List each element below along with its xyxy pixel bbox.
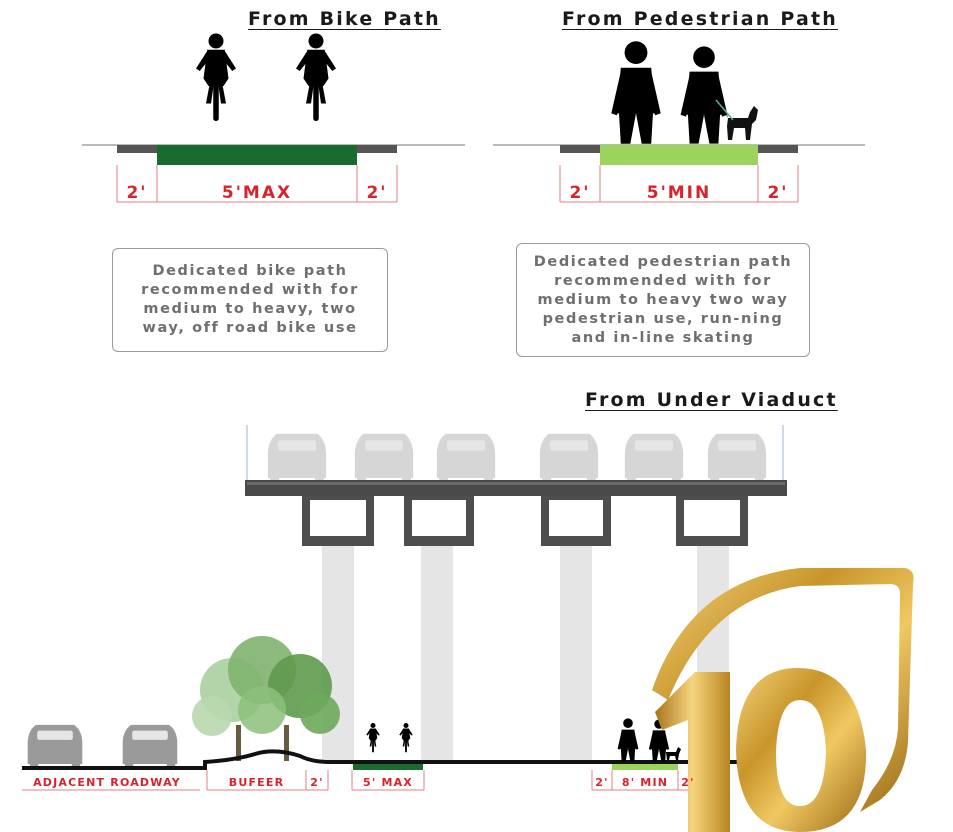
- cyclist-icon: [366, 723, 380, 753]
- car-icon: [624, 433, 684, 484]
- bike-path-heading: From Bike Path: [248, 8, 441, 30]
- ped-strip-label: 8' MIN: [621, 776, 669, 789]
- car-icon: [122, 724, 178, 769]
- cyclist-icon: [399, 723, 413, 753]
- dog-icon: [666, 747, 681, 760]
- viaduct-drawing: [22, 425, 787, 791]
- car-icon: [27, 724, 83, 769]
- roadway-label: ADJACENT ROADWAY: [33, 776, 181, 789]
- bike-path-fill: [157, 145, 357, 165]
- car-icon: [267, 433, 327, 484]
- ped-section-drawing: [493, 41, 865, 203]
- ped-left-buffer-label: 2': [569, 183, 591, 203]
- bike-path-width-label: 5'MAX: [221, 183, 293, 203]
- bike-path-note: Dedicated bike path recommended with for…: [112, 248, 388, 352]
- walker-icon: [611, 41, 661, 144]
- bike-right-buffer-label: 2': [366, 183, 388, 203]
- buffer-label: BUFEER: [228, 776, 285, 789]
- cyclist-icon: [296, 33, 336, 121]
- viaduct-heading: From Under Viaduct: [585, 389, 838, 411]
- cyclist-icon: [196, 33, 236, 121]
- ped-left-gap-label: 2': [595, 776, 609, 789]
- walker-icon: [680, 46, 728, 144]
- bike-left-buffer-label: 2': [126, 183, 148, 203]
- car-icon: [436, 433, 496, 484]
- ped-path-fill: [600, 145, 758, 165]
- car-icon: [354, 433, 414, 484]
- ped-path-heading: From Pedestrian Path: [562, 8, 838, 30]
- tree-icon: [192, 636, 340, 761]
- car-icon: [707, 433, 767, 484]
- ped-path-width-label: 5'MIN: [646, 183, 712, 203]
- bike-strip-label: 5' MAX: [363, 776, 413, 789]
- ped-right-buffer-label: 2': [767, 183, 789, 203]
- buffer-gap-label: 2': [310, 776, 324, 789]
- walker-icon: [617, 718, 639, 762]
- bike-section-drawing: [82, 33, 465, 203]
- viaduct-cars: [267, 433, 767, 484]
- dog-icon: [715, 99, 758, 140]
- ped-path-note: Dedicated pedestrian path recommended wi…: [516, 243, 810, 357]
- gold-10-logo: [652, 568, 914, 832]
- car-icon: [539, 433, 599, 484]
- ped-right-gap-label: 2': [681, 776, 695, 789]
